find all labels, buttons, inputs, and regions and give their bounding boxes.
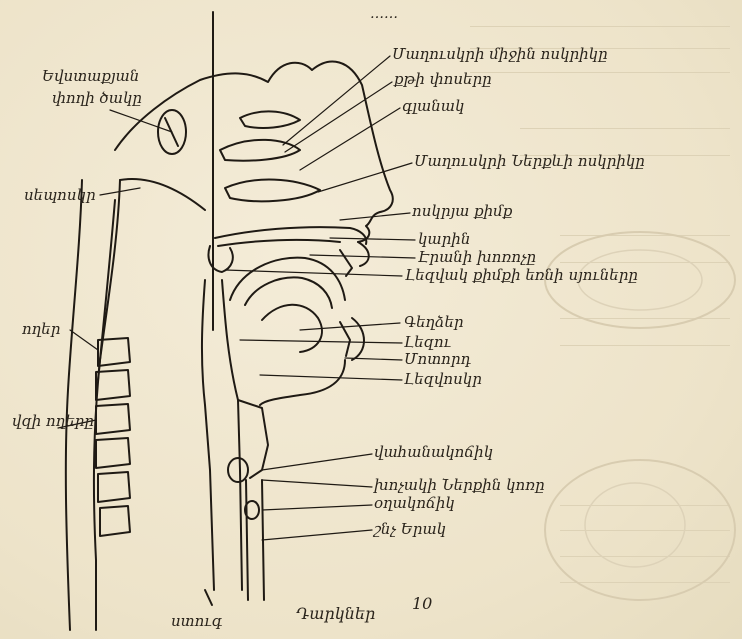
label-nostril: գլանակ [402, 97, 464, 115]
leader [262, 505, 372, 510]
label-lateral-crest-2: փողի ծակը [52, 89, 142, 107]
jaw [260, 360, 345, 405]
upper-lip [358, 242, 369, 266]
leader [262, 530, 372, 540]
leader [330, 238, 415, 240]
label-inferior-turbinate: Մաղուսկրի Ներքևի ոսկրիկը [414, 152, 645, 170]
hard-palate [215, 227, 366, 244]
leader [300, 323, 400, 330]
pharynx-front [222, 280, 242, 590]
teeth-upper [340, 250, 352, 276]
top-mark: …… [370, 6, 398, 22]
lower-lip [352, 318, 364, 360]
label-lateral-crest-1: Եվստաքյան [42, 67, 139, 85]
figure-caption: Դարկներ [296, 604, 375, 623]
label-sphenoid: սեպոսկր [24, 186, 96, 204]
leader [300, 108, 400, 170]
label-uvula: կարին [418, 230, 470, 248]
thyroid-cartilage [228, 458, 248, 482]
vertebra [96, 438, 130, 468]
vertebra [100, 506, 130, 536]
label-teeth: Գեղձեր [404, 313, 464, 331]
inferior-turbinate-shape [225, 180, 320, 202]
leader [310, 255, 415, 258]
leader [110, 110, 172, 132]
figure-number: 10 [412, 594, 432, 613]
spinal-canal [98, 200, 115, 380]
palate-lower [218, 240, 340, 246]
label-vocal-cord: խոչակի Ներքին կոռը [374, 476, 545, 494]
label-trachea: շնչ Երակ [374, 520, 446, 538]
vertebra [96, 370, 130, 400]
label-tongue: Լեզու [404, 333, 451, 351]
leader [262, 480, 372, 487]
trachea-shape [246, 480, 264, 600]
leader [262, 454, 372, 470]
leader [260, 375, 402, 380]
label-bony-hump: ոսկրյա քիմք [412, 202, 512, 220]
leader [318, 163, 412, 192]
label-neck-vertebrae: վզի ողերը [12, 412, 94, 430]
spine-back [66, 180, 82, 630]
larynx [238, 400, 268, 478]
upper-turbinate-shape [240, 111, 300, 128]
tongue-inner [245, 277, 332, 308]
spine-marker [205, 590, 212, 605]
vertebra [98, 472, 130, 502]
label-soft-palate: Լեզվակ քիմքի եռնի սյուները [405, 266, 638, 284]
label-vertebrae: ողեր [22, 320, 60, 338]
oral-cavity [262, 305, 322, 352]
label-cricoid: օղակոճիկ [374, 494, 455, 512]
label-epiglottis: վահանակոճիկ [374, 443, 493, 461]
leader [70, 330, 98, 350]
label-spine: ստուգ [171, 612, 222, 630]
skull-base [120, 179, 205, 210]
leader [240, 340, 402, 343]
label-palatal-arch: Էրանի խոռոչը [418, 248, 536, 266]
leader [283, 56, 390, 145]
vertebra [96, 404, 130, 434]
label-lip: Մոտորդ [404, 350, 471, 368]
label-nasal-bone: քթի փոսերը [394, 70, 492, 88]
label-middle-turbinate: Մաղուսկրի միջին ոսկրիկը [392, 45, 608, 63]
leader [225, 270, 402, 276]
label-hyoid: Լեզվոսկր [404, 370, 482, 388]
